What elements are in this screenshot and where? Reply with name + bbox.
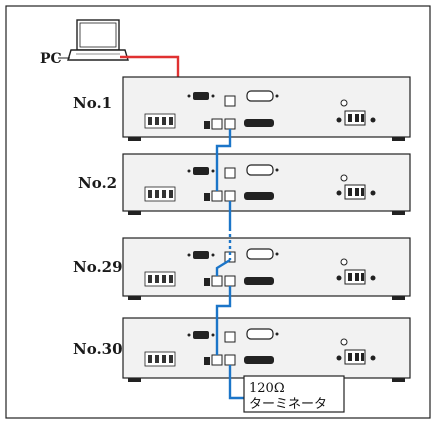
unit-no29-usb-port [204,278,210,286]
terminator-cable [228,365,244,400]
terminator-box [243,375,345,413]
unit-no2-rs232-port [193,167,209,175]
link-cable-29-in [215,258,231,276]
link-cable-29-30 [215,286,232,355]
unit-no30-rj45-in [211,354,223,366]
unit-no2-gpib-port [246,164,274,176]
unit-no30-chassis [122,317,411,379]
unit-no2-rj45-in [211,190,223,202]
unit-no30-label: No.30 [73,340,123,358]
unit-no29 [122,237,411,300]
unit-no1-rj45-out [224,118,236,130]
unit-no1-rs232-port [193,92,209,100]
pc-keyboard [67,49,129,61]
unit-no1-usb-port [204,121,210,129]
unit-no30-ext-io [244,356,274,364]
unit-no30-rs232-port [193,331,209,339]
terminator-line1: 120Ω [249,381,285,396]
pc-laptop [67,19,129,61]
terminator-line2: ターミネータ [249,397,327,412]
unit-no1-lan-port [224,95,236,107]
unit-no2-ext-io [244,192,274,200]
unit-no2-terminal-block [144,186,176,202]
unit-no29-rj45-in [211,275,223,287]
pc-label: PC [40,51,62,67]
unit-no29-terminal-block [144,271,176,287]
unit-no2-rj45-out [224,190,236,202]
unit-no2-usb-port [204,193,210,201]
unit-no29-label: No.29 [73,258,123,276]
unit-no30-terminal-block [144,351,176,367]
unit-no29-rj45-out [224,275,236,287]
unit-no29-gpib-port [246,248,274,260]
unit-no30-gpib-port [246,328,274,340]
unit-no29-ext-io [244,277,274,285]
unit-no2-chassis [122,153,411,212]
unit-no30 [122,317,411,382]
unit-no1-ext-io [244,119,274,127]
unit-no2-lan-port [224,167,236,179]
pc-display [79,22,117,48]
unit-no29-rs232-port [193,251,209,259]
unit-no1-rj45-in [211,118,223,130]
link-cable-1-2 [215,129,232,191]
unit-no30-lan-port [224,331,236,343]
link-cables [215,129,244,400]
unit-no29-chassis [122,237,411,297]
unit-no2-label: No.2 [78,174,117,192]
unit-no2 [122,153,411,215]
unit-no1-gpib-port [246,90,274,102]
unit-no1-terminal-block [144,113,176,129]
unit-no30-usb-port [204,357,210,365]
unit-no1-label: No.1 [73,94,112,112]
unit-no1 [122,76,411,141]
unit-no30-rj45-out [224,354,236,366]
